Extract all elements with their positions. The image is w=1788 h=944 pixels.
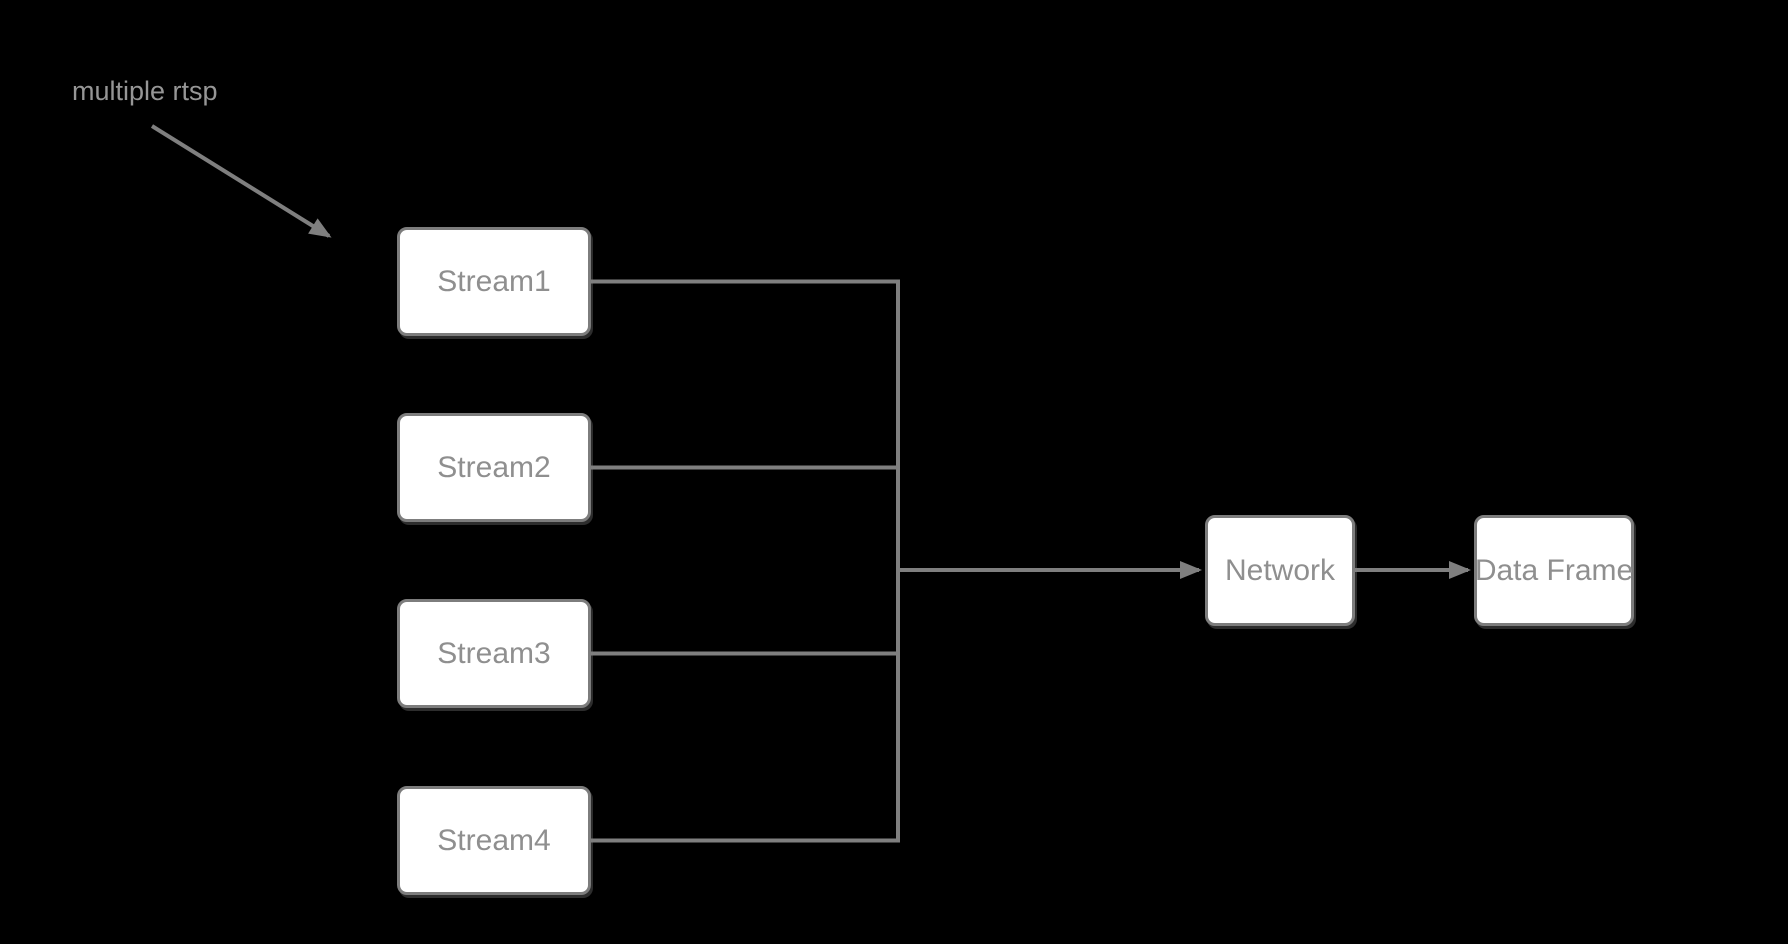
node-stream4: Stream4 (397, 786, 591, 895)
node-stream2: Stream2 (397, 413, 591, 522)
node-network: Network (1205, 515, 1355, 626)
annotation-arrow (150, 124, 332, 238)
node-data-frame: Data Frame (1474, 515, 1634, 626)
node-stream3: Stream3 (397, 599, 591, 708)
node-stream1: Stream1 (397, 227, 591, 336)
annotation-multiple-rtsp: multiple rtsp (72, 76, 218, 106)
